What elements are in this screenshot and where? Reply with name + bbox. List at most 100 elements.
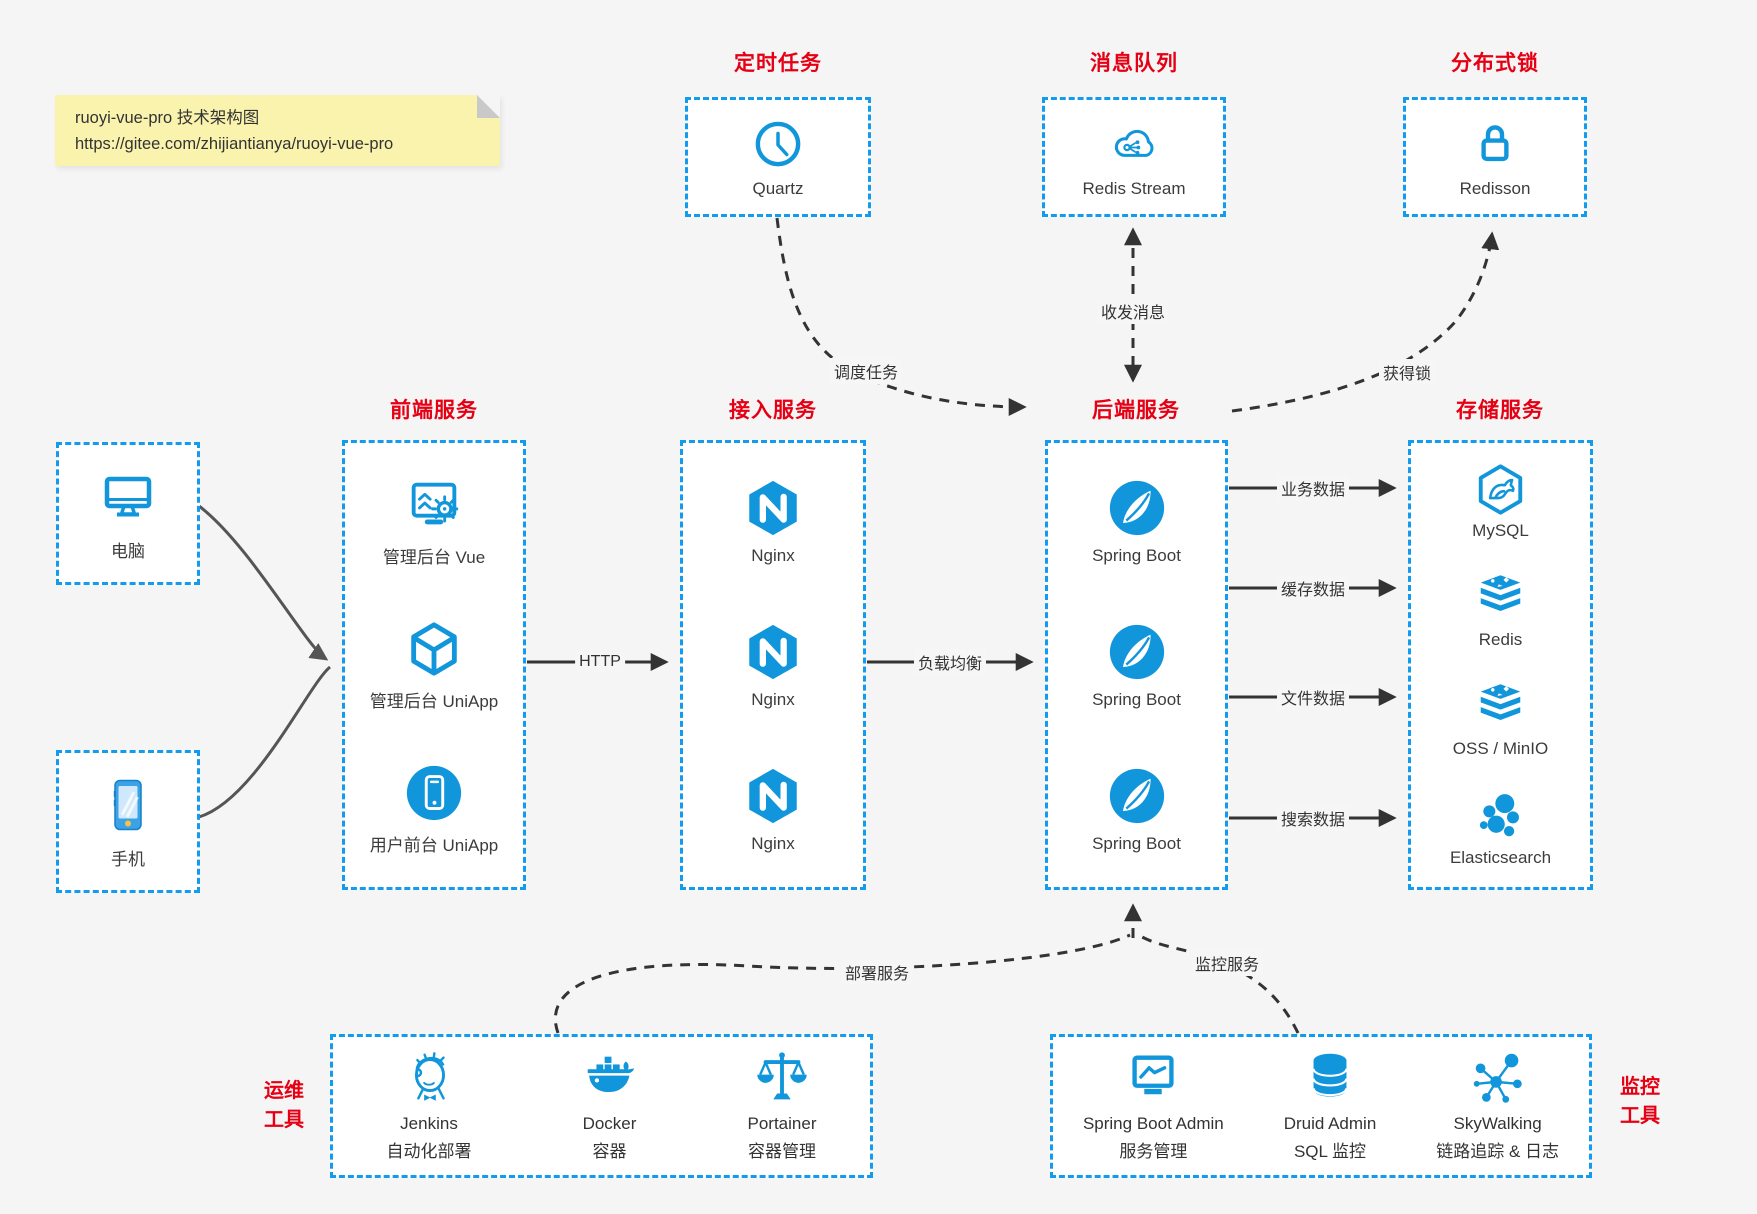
- edge-label-business-data: 业务数据: [1276, 475, 1350, 501]
- sticky-note: ruoyi-vue-pro 技术架构图 https://gitee.com/zh…: [55, 95, 500, 166]
- edge-label-deploy-service: 部署服务: [840, 959, 914, 985]
- node-oss-minio: OSS / MinIO: [1453, 680, 1548, 759]
- node-label: Portainer: [747, 1114, 817, 1134]
- node-desc: 自动化部署: [386, 1142, 472, 1161]
- cube-3d-icon: [403, 618, 465, 680]
- node-label: 电脑: [111, 541, 145, 561]
- node-spring-boot-admin: Spring Boot Admin 服务管理: [1083, 1047, 1224, 1164]
- node-redis-stream: Redis Stream: [1082, 116, 1186, 199]
- group-box-dlock: Redisson: [1403, 97, 1587, 217]
- mysql-dolphin-icon: [1473, 462, 1528, 517]
- node-label: Redisson: [1459, 178, 1531, 198]
- nginx-icon: [742, 621, 804, 683]
- node-label: Nginx: [751, 545, 795, 565]
- node-label: OSS / MinIO: [1452, 739, 1549, 758]
- group-box-mq: Redis Stream: [1042, 97, 1226, 217]
- node-redisson: Redisson: [1459, 116, 1531, 199]
- spring-boot-icon: [1106, 621, 1168, 683]
- edge-monitor-service: [1136, 932, 1300, 1034]
- node-admin-vue: 管理后台 Vue: [383, 474, 485, 568]
- edge-label-monitor-service: 监控服务: [1190, 950, 1264, 976]
- smartphone-icon: [96, 774, 160, 838]
- edge-label-search-data: 搜索数据: [1276, 805, 1350, 831]
- node-elasticsearch: Elasticsearch: [1450, 789, 1551, 868]
- edge-label-acquire-lock: 获得锁: [1378, 359, 1436, 385]
- node-label: Spring Boot: [1092, 833, 1181, 853]
- note-url: https://gitee.com/zhijiantianya/ruoyi-vu…: [75, 134, 394, 153]
- portainer-scales-icon: [751, 1047, 813, 1109]
- group-title-gateway: 接入服务: [729, 399, 817, 422]
- node-label: Nginx: [751, 833, 795, 853]
- node-label: 管理后台 Vue: [382, 548, 486, 567]
- group-box-frontend: 管理后台 Vue 管理后台 UniApp 用户前台 UniApp: [342, 440, 526, 890]
- group-title-monitoring: 监控 工具: [1620, 1076, 1660, 1127]
- node-desc: 容器: [592, 1142, 627, 1161]
- device-box-phone: 手机: [56, 750, 200, 893]
- spring-boot-icon: [1106, 765, 1168, 827]
- node-desc: 容器管理: [747, 1142, 816, 1161]
- clock-icon: [750, 116, 806, 172]
- group-box-monitoring: Spring Boot Admin 服务管理 Druid Admin SQL 监…: [1050, 1034, 1592, 1178]
- node-label: Elasticsearch: [1449, 848, 1552, 867]
- node-mysql: MySQL: [1472, 462, 1529, 541]
- node-user-uniapp: 用户前台 UniApp: [370, 762, 498, 856]
- node-label: Redis: [1478, 630, 1523, 649]
- cloud-share-icon: [1106, 116, 1162, 172]
- node-skywalking: SkyWalking 链路追踪 & 日志: [1436, 1047, 1559, 1164]
- node-label: SkyWalking: [1453, 1114, 1542, 1134]
- edge-label-cache-data: 缓存数据: [1276, 575, 1350, 601]
- group-title-backend: 后端服务: [1092, 399, 1180, 422]
- node-nginx-3: Nginx: [742, 765, 804, 854]
- edge-label-schedule-task: 调度任务: [829, 358, 903, 384]
- node-docker: Docker 容器: [579, 1047, 641, 1164]
- node-label: Spring Boot: [1092, 545, 1181, 565]
- redis-stack-icon: [1473, 571, 1528, 626]
- node-label: MySQL: [1472, 521, 1529, 540]
- node-phone: 手机: [96, 774, 160, 870]
- node-label: Quartz: [752, 178, 804, 198]
- node-computer: 电脑: [96, 466, 160, 562]
- note-title: ruoyi-vue-pro 技术架构图: [75, 109, 260, 127]
- node-jenkins: Jenkins 自动化部署: [387, 1047, 472, 1164]
- group-title-ops: 运维 工具: [264, 1080, 304, 1131]
- node-nginx-2: Nginx: [742, 621, 804, 710]
- node-admin-uniapp: 管理后台 UniApp: [370, 618, 498, 712]
- phone-app-icon: [403, 762, 465, 824]
- node-label: Druid Admin: [1283, 1114, 1377, 1134]
- edge-label-load-balance: 负载均衡: [913, 649, 987, 675]
- redis-stack-icon: [1473, 680, 1528, 735]
- sticky-note-fold: [477, 95, 500, 118]
- spring-boot-icon: [1106, 477, 1168, 539]
- desktop-computer-icon: [96, 466, 160, 530]
- node-label: 手机: [111, 849, 145, 869]
- group-title-storage: 存储服务: [1456, 399, 1544, 422]
- node-label: Jenkins: [400, 1114, 458, 1134]
- nginx-icon: [742, 477, 804, 539]
- database-icon: [1299, 1047, 1361, 1109]
- node-label: Spring Boot: [1092, 689, 1181, 709]
- node-quartz: Quartz: [750, 116, 806, 199]
- node-desc: 服务管理: [1119, 1142, 1188, 1161]
- edge-acquire-lock: [1231, 231, 1500, 413]
- edge-computer-frontend: [198, 504, 329, 661]
- node-label: Nginx: [751, 689, 795, 709]
- node-druid-admin: Druid Admin SQL 监控: [1283, 1047, 1377, 1164]
- jenkins-icon: [398, 1047, 460, 1109]
- edge-label-send-receive-msg: 收发消息: [1096, 298, 1170, 324]
- node-springboot-3: Spring Boot: [1092, 765, 1181, 854]
- node-springboot-2: Spring Boot: [1092, 621, 1181, 710]
- group-box-backend: Spring Boot Spring Boot Spring Boot: [1045, 440, 1228, 890]
- group-title-mq: 消息队列: [1090, 52, 1178, 75]
- admin-monitor-gear-icon: [403, 474, 465, 536]
- group-box-ops: Jenkins 自动化部署 Docker 容器 Portainer 容器管理: [330, 1034, 873, 1178]
- group-box-gateway: Nginx Nginx Nginx: [680, 440, 866, 890]
- node-label: Redis Stream: [1082, 178, 1186, 198]
- group-title-scheduler: 定时任务: [734, 52, 822, 75]
- node-label: 管理后台 UniApp: [369, 692, 499, 711]
- group-title-frontend: 前端服务: [390, 399, 478, 422]
- node-desc: SQL 监控: [1293, 1142, 1367, 1161]
- lock-icon: [1467, 116, 1523, 172]
- device-box-computer: 电脑: [56, 442, 200, 585]
- elasticsearch-icon: [1473, 789, 1528, 844]
